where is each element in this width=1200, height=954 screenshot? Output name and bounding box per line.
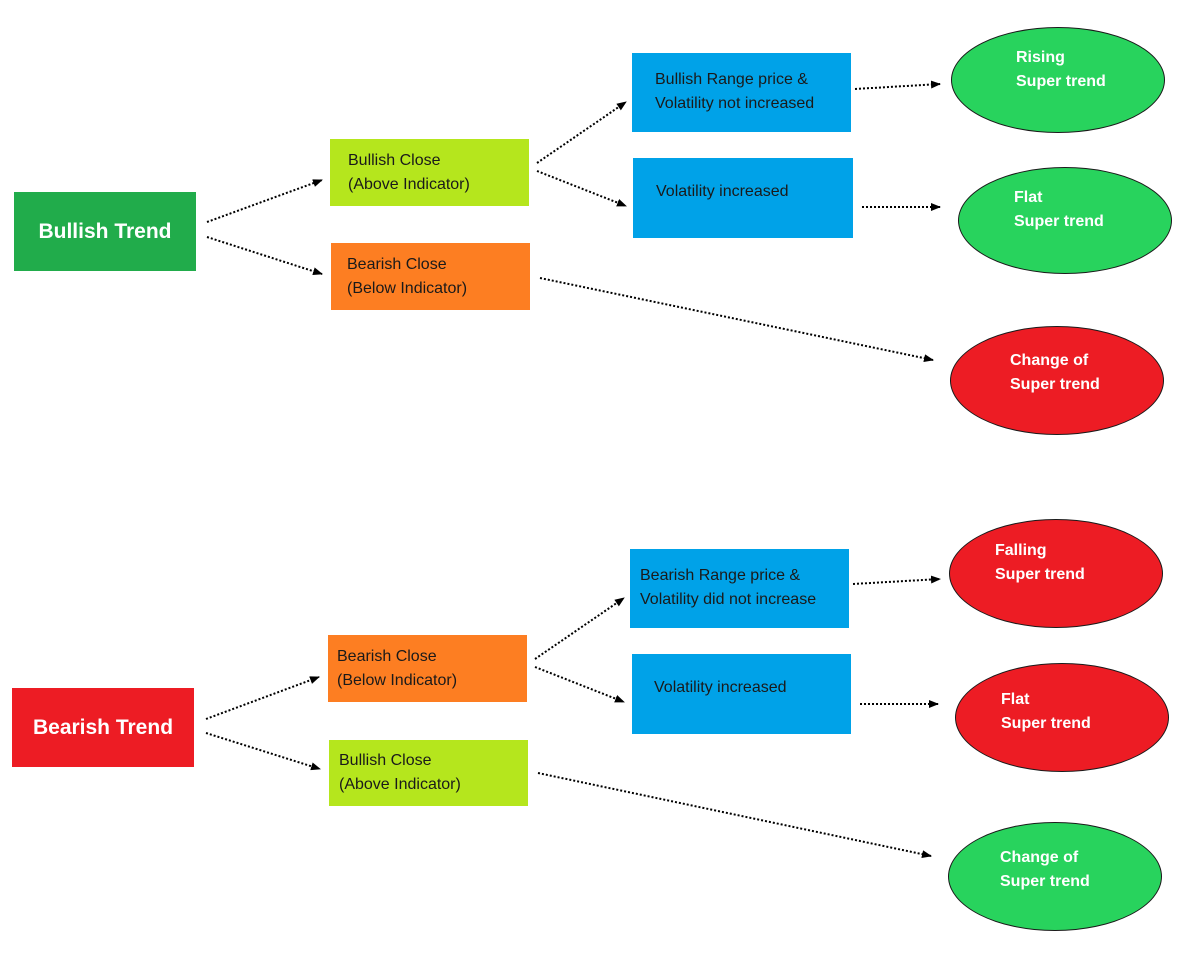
bearish-range-line-2: Volatility did not increase: [640, 590, 817, 608]
arrow-bullish-trend-to-bullish-close: [206, 179, 323, 223]
falling-line-2: Super trend: [995, 565, 1085, 583]
arrow-range-condition-to-rising: [854, 80, 941, 90]
bullish-close-box: Bullish Close (Above Indicator): [330, 139, 529, 206]
arrow-bearish-trend-to-bearish-close: [205, 676, 320, 720]
volatility-increased-bottom-label: Volatility increased: [654, 679, 787, 696]
bearish-close-box-bottom: Bearish Close (Below Indicator): [328, 635, 527, 702]
bearish-close-bottom-line-1: Bearish Close: [337, 647, 437, 665]
falling-super-trend-ellipse: Falling Super trend: [949, 519, 1163, 628]
bullish-range-line-2: Volatility not increased: [655, 94, 815, 112]
arrow-bearish-close-to-volatility-condition: [534, 666, 625, 703]
bearish-close-line-1: Bearish Close: [347, 255, 447, 273]
bullish-close-box-bottom: Bullish Close (Above Indicator): [329, 740, 528, 806]
change-line-1: Change of: [1010, 351, 1089, 369]
falling-line-1: Falling: [995, 541, 1047, 559]
arrow-range-condition-to-falling: [852, 575, 941, 585]
flat-bottom-line-2: Super trend: [1001, 714, 1091, 732]
flat-super-trend-ellipse-bottom: Flat Super trend: [955, 663, 1169, 772]
change-line-2: Super trend: [1010, 375, 1100, 393]
arrow-bullish-close-to-range-condition: [536, 101, 627, 164]
bullish-close-bottom-line-2: (Above Indicator): [339, 776, 461, 793]
arrow-bearish-close-to-change: [539, 277, 934, 363]
rising-line-1: Rising: [1016, 49, 1065, 66]
bullish-range-condition-box: Bullish Range price & Volatility not inc…: [632, 53, 851, 132]
arrow-bullish-trend-to-bearish-close: [206, 236, 323, 276]
arrow-bullish-close-to-change-bottom: [537, 772, 932, 859]
volatility-increased-box: Volatility increased: [633, 158, 853, 238]
bullish-trend-label: Bullish Trend: [38, 219, 172, 243]
bullish-close-line-2: (Above Indicator): [348, 175, 470, 193]
rising-line-2: Super trend: [1016, 73, 1106, 90]
arrow-bullish-close-to-volatility-condition: [536, 170, 627, 207]
bearish-trend-box: Bearish Trend: [12, 688, 194, 767]
bearish-range-condition-box: Bearish Range price & Volatility did not…: [630, 549, 849, 628]
rising-super-trend-ellipse: Rising Super trend: [951, 27, 1165, 133]
flat-super-trend-ellipse: Flat Super trend: [958, 167, 1172, 274]
change-super-trend-ellipse: Change of Super trend: [950, 326, 1164, 435]
bearish-close-line-2: (Below Indicator): [347, 279, 468, 297]
bearish-close-bottom-line-2: (Below Indicator): [337, 671, 458, 689]
bearish-close-box: Bearish Close (Below Indicator): [331, 243, 530, 310]
volatility-increased-label: Volatility increased: [656, 183, 789, 200]
bullish-range-line-1: Bullish Range price &: [655, 70, 808, 88]
flat-line-2: Super trend: [1014, 212, 1104, 230]
arrow-bearish-trend-to-bullish-close: [205, 732, 321, 771]
volatility-increased-box-bottom: Volatility increased: [632, 654, 851, 734]
bearish-range-line-1: Bearish Range price &: [640, 566, 801, 584]
flat-line-1: Flat: [1014, 188, 1043, 206]
bearish-trend-label: Bearish Trend: [32, 715, 174, 739]
change-bottom-line-2: Super trend: [1000, 872, 1090, 890]
arrow-bearish-close-to-range-condition: [534, 597, 625, 660]
change-bottom-line-1: Change of: [1000, 848, 1079, 866]
flat-bottom-line-1: Flat: [1001, 690, 1030, 708]
change-super-trend-ellipse-bottom: Change of Super trend: [948, 822, 1162, 931]
bullish-trend-box: Bullish Trend: [14, 192, 196, 271]
bullish-close-bottom-line-1: Bullish Close: [339, 752, 432, 769]
bullish-close-line-1: Bullish Close: [348, 151, 441, 169]
